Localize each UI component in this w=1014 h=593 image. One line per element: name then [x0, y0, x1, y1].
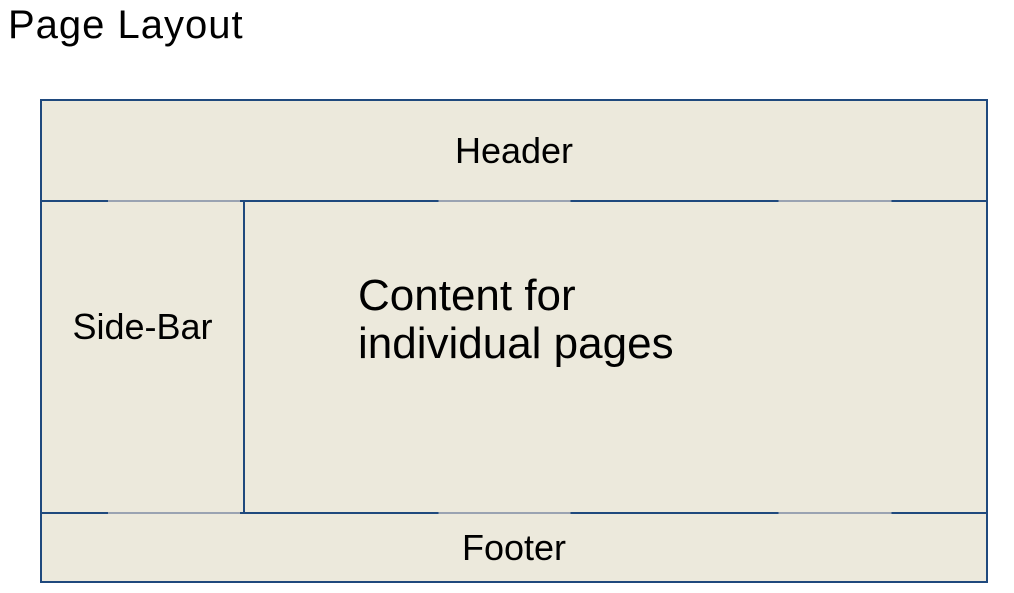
- footer-divider-line: [42, 512, 986, 514]
- sidebar-divider-line: [243, 202, 245, 512]
- sidebar-label: Side-Bar: [72, 306, 213, 347]
- footer-region: Footer: [42, 514, 986, 581]
- middle-region: Side-Bar Content for individual pages: [42, 202, 986, 512]
- content-label: Content for individual pages: [358, 271, 674, 368]
- page-title: Page Layout: [8, 3, 244, 47]
- header-label: Header: [454, 129, 574, 171]
- content-region: Content for individual pages: [245, 202, 986, 512]
- footer-label: Footer: [461, 526, 567, 568]
- header-region: Header: [42, 101, 986, 200]
- layout-diagram: Header Side-Bar Content for individual p…: [40, 99, 988, 583]
- sidebar-region: Side-Bar: [42, 202, 243, 512]
- header-divider-line: [42, 200, 986, 202]
